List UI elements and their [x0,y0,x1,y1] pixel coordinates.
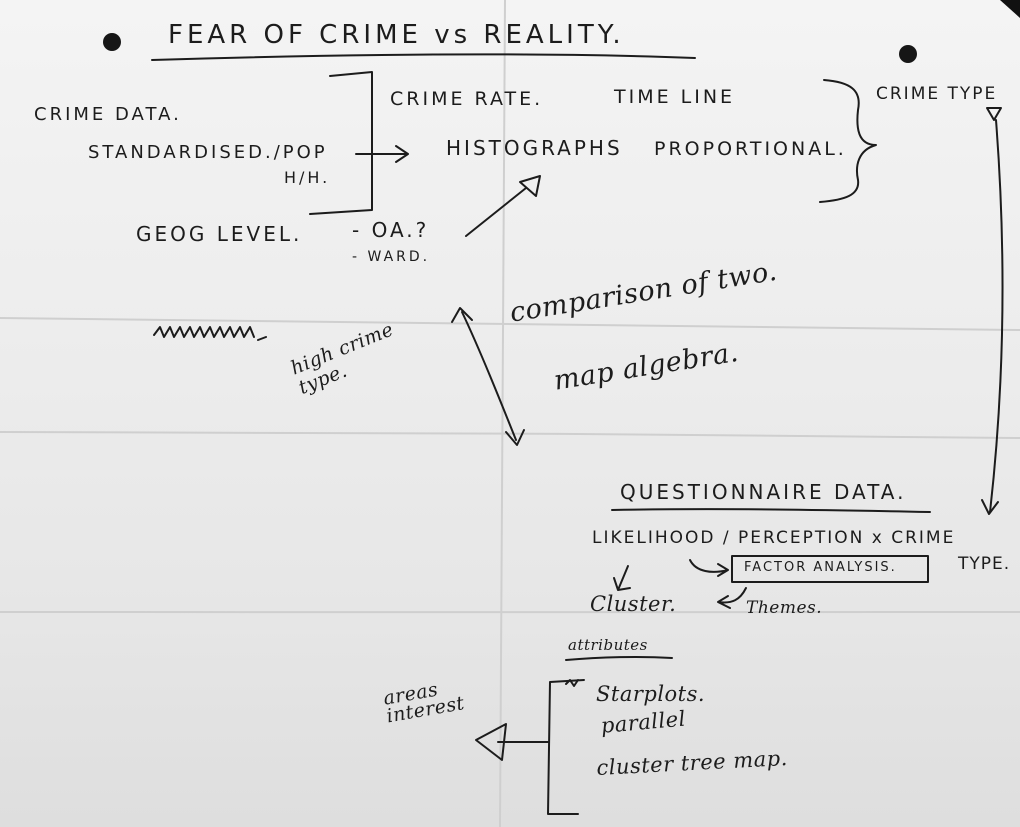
attributes-heading: attributes [568,636,648,654]
arrow-oa-to-histographs-head [519,175,541,197]
crime-rate-label: CRIME RATE. [390,88,544,110]
crime-type-label: CRIME TYPE [876,84,998,104]
factor-analysis-box [731,555,929,583]
double-arrow-top-head [451,307,473,323]
arrow-to-cluster [613,565,631,591]
likelihood-label: LIKELIHOOD / PERCEPTION x CRIME [592,528,956,548]
page-title: FEAR OF CRIME vs REALITY. [168,20,625,50]
punch-hole-right [899,45,917,63]
title-underline [151,53,696,61]
punch-hole-left [103,33,121,51]
cluster-label: Cluster. [590,592,677,616]
standardised-label: STANDARDISED./POP [88,142,328,163]
long-right-arrow-top-head [986,107,1002,121]
themes-label: Themes. [746,598,823,618]
attributes-underline [565,655,673,661]
right-bracket [819,79,877,203]
questionnaire-underline [611,508,931,513]
questionnaire-title: QUESTIONNAIRE DATA. [620,480,907,504]
left-bracket [309,71,373,215]
corner-shadow [1000,0,1020,18]
type-label: TYPE. [958,554,1011,574]
double-arrow-bottom-head [505,429,525,446]
scribble-crossed-out [153,326,267,341]
areas-interest-arrowhead [475,723,507,761]
crime-data-label: CRIME DATA. [34,104,182,125]
arrow-oa-to-histographs [465,187,527,237]
proportional-label: PROPORTIONAL. [654,138,847,160]
arrow-to-histographs [355,145,409,163]
list-item-starplots: Starplots. [596,682,706,706]
long-right-arrow [989,119,1004,513]
hh-label: H/H. [284,168,331,187]
factor-analysis-label: FACTOR ANALYSIS. [744,560,897,575]
ward-label: - WARD. [352,249,431,265]
long-right-arrow-bottom-head [981,499,999,515]
double-arrow-middle [461,311,517,441]
list-bracket [547,679,585,815]
arrow-to-factor-analysis [689,559,729,577]
geog-level-label: GEOG LEVEL. [136,222,303,246]
histographs-label: HISTOGRAPHS [446,136,623,160]
oa-label: - OA.? [352,218,430,242]
time-line-label: TIME LINE [614,86,736,108]
bracket-scribble [565,679,579,687]
arrow-to-themes [717,587,747,609]
